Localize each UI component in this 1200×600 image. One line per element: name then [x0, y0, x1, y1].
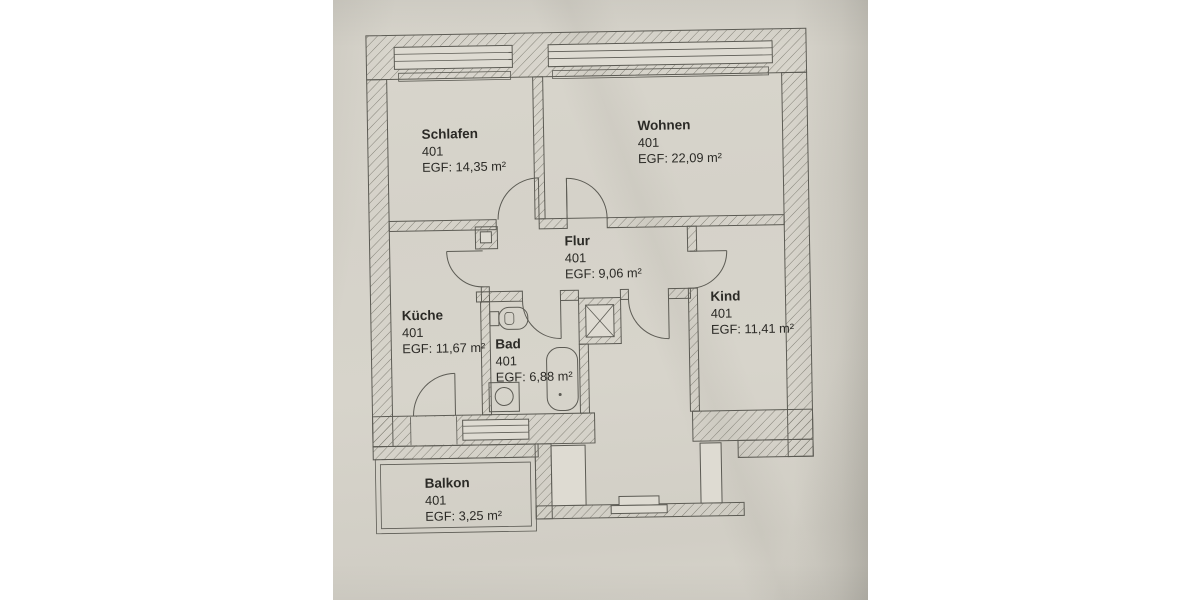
- door-arc-kitchen: [446, 250, 484, 288]
- room-area: EGF: 3,25 m²: [425, 508, 503, 524]
- door-arc-kid: [689, 250, 728, 289]
- right-exterior-wall: [781, 71, 814, 458]
- toilet-fixture: [489, 306, 529, 330]
- room-area: EGF: 11,67 m²: [402, 340, 486, 356]
- window-symbol-bedroom: [393, 44, 513, 82]
- hall-bottom-wall-d: [667, 287, 692, 300]
- room-unit: 401: [425, 493, 447, 508]
- room-name: Kind: [710, 288, 740, 304]
- room-name: Schlafen: [421, 126, 478, 142]
- room-label-flur: Flur 401 EGF: 9,06 m²: [564, 233, 643, 281]
- washing-machine-fixture: [488, 381, 520, 413]
- windows: [393, 40, 773, 446]
- room-unit: 401: [711, 306, 733, 321]
- shaft-symbol: [577, 296, 622, 345]
- room-area: EGF: 11,41 m²: [711, 320, 795, 336]
- room-area: EGF: 9,06 m²: [565, 265, 643, 281]
- room-label-bad: Bad 401 EGF: 6,88 m²: [495, 336, 574, 384]
- kid-left-wall-stub: [686, 225, 698, 252]
- room-name: Bad: [495, 336, 521, 351]
- room-area: EGF: 6,88 m²: [496, 368, 574, 384]
- door-arc-bedroom: [497, 177, 540, 220]
- bath-fixtures: [488, 306, 579, 413]
- room-unit: 401: [422, 144, 444, 159]
- balcony-door-opening: [410, 416, 458, 446]
- room-label-kind: Kind 401 EGF: 11,41 m²: [710, 288, 795, 337]
- stair-left-wall: [550, 444, 587, 507]
- bath-right-wall: [578, 343, 591, 414]
- hall-top-wall-b: [538, 217, 568, 230]
- window-symbol-balcony: [462, 418, 530, 441]
- stair-step: [610, 495, 668, 515]
- room-label-schlafen: Schlafen 401 EGF: 14,35 m²: [421, 126, 507, 175]
- window-sill-bedroom: [398, 70, 512, 82]
- room-area: EGF: 22,09 m²: [638, 150, 723, 166]
- room-unit: 401: [638, 135, 660, 150]
- hall-bottom-wall-c: [619, 288, 630, 300]
- room-name: Flur: [564, 233, 591, 248]
- room-unit: 401: [402, 325, 424, 340]
- room-unit: 401: [565, 250, 587, 265]
- hall-bottom-wall-b: [559, 289, 580, 302]
- duct-pillar-core: [479, 231, 493, 244]
- hall-top-wall-a: [388, 219, 497, 233]
- door-arc-living: [565, 177, 608, 219]
- bathtub-fixture: [546, 346, 579, 412]
- room-name: Wohnen: [637, 117, 690, 133]
- bottom-wall-right-step: [737, 438, 814, 458]
- room-area: EGF: 14,35 m²: [422, 158, 507, 174]
- window-symbol-living: [547, 40, 773, 80]
- room-label-balkon: Balkon 401 EGF: 3,25 m²: [425, 475, 503, 524]
- door-arc-entrance: [628, 298, 670, 340]
- room-name: Balkon: [425, 475, 470, 491]
- stair-right-wall: [699, 442, 723, 504]
- room-name: Küche: [402, 308, 444, 324]
- kid-left-wall: [687, 287, 700, 412]
- room-label-wohnen: Wohnen 401 EGF: 22,09 m²: [637, 117, 722, 166]
- bottom-wall-right: [691, 408, 814, 442]
- room-label-kueche: Küche 401 EGF: 11,67 m²: [402, 308, 487, 357]
- door-arc-bath: [522, 300, 562, 340]
- hall-bottom-wall-a: [475, 290, 524, 303]
- left-exterior-wall: [366, 79, 394, 448]
- doors: [413, 177, 728, 417]
- window-sill-living: [552, 66, 770, 80]
- door-arc-balcony: [413, 372, 457, 417]
- room-unit: 401: [495, 353, 517, 368]
- balcony-railing: [374, 456, 537, 535]
